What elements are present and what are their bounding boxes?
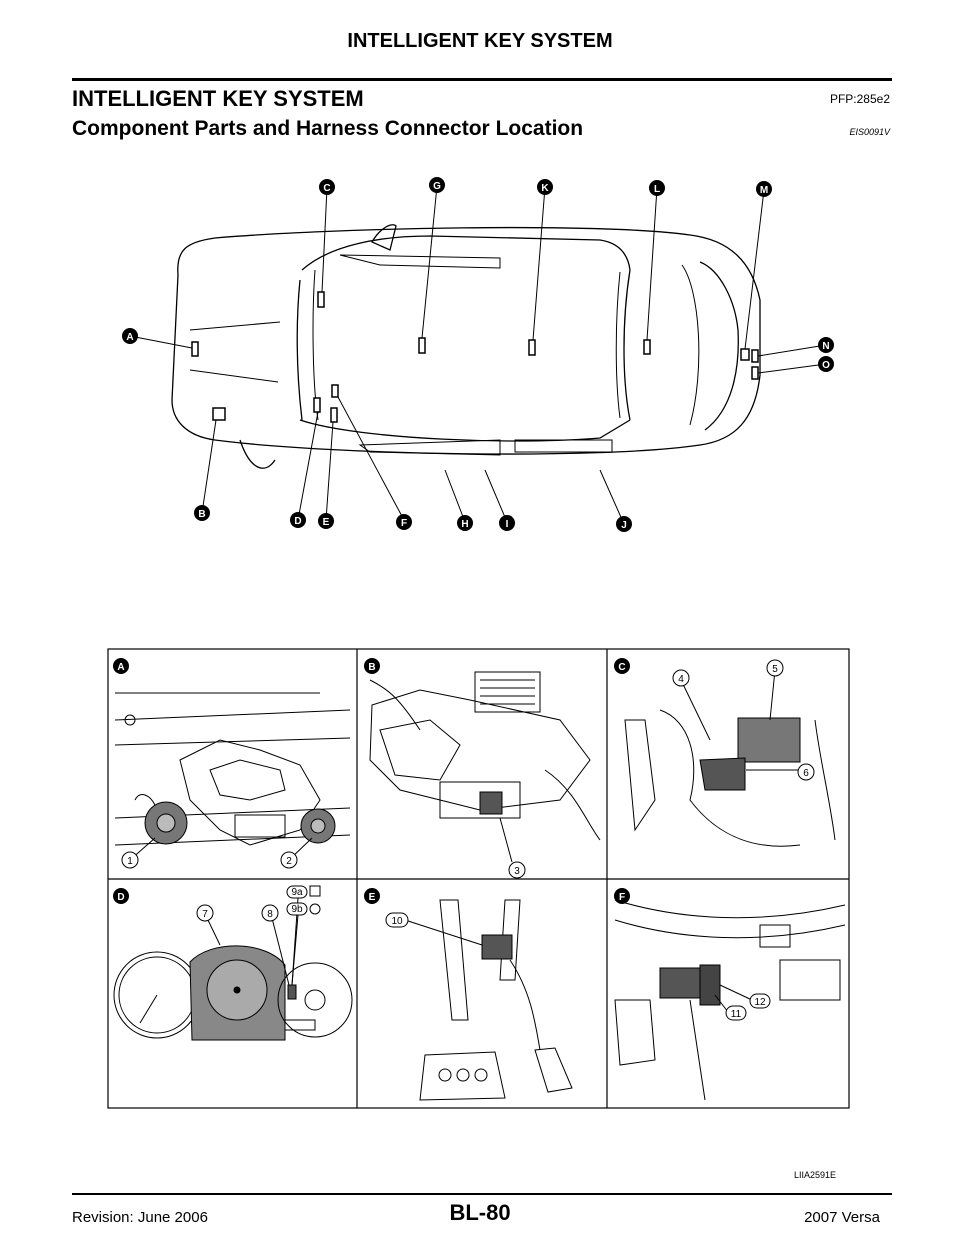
callout-k: K [541, 183, 549, 194]
panel-f-letter: F [619, 892, 625, 903]
callout-7: 7 [202, 909, 208, 920]
callout-10: 10 [391, 916, 403, 927]
callout-9b: 9b [291, 904, 303, 915]
page-number: BL-80 [449, 1200, 511, 1225]
callout-e: E [323, 517, 330, 528]
callout-i: I [506, 519, 509, 530]
page-header-title: INTELLIGENT KEY SYSTEM [347, 30, 613, 52]
callout-3: 3 [514, 866, 520, 877]
panel-c-bracket [624, 669, 836, 847]
key-warning-icon [309, 885, 321, 897]
revision-date: Revision: June 2006 [72, 1209, 208, 1226]
callout-n: N [822, 341, 829, 352]
panel-a-letter: A [117, 662, 124, 673]
subsection-code: EIS0091V [849, 127, 890, 137]
callout-h: H [461, 519, 468, 530]
component-detail-grid: A B C D E F 1 2 3 4 5 6 7 8 9a 9b 10 11 … [107, 648, 850, 1109]
panel-f-steering [614, 899, 846, 1101]
vehicle-location-diagram: A B C D E F G H I J K L M N O [122, 177, 834, 532]
panel-e-pedals [404, 899, 573, 1101]
callout-d: D [294, 516, 301, 527]
callout-11: 11 [731, 1009, 742, 1020]
subsection-title: Component Parts and Harness Connector Lo… [72, 117, 584, 140]
callout-b: B [198, 509, 205, 520]
callout-j: J [621, 520, 627, 531]
header-rule [72, 78, 892, 81]
panel-a-horns [114, 692, 351, 861]
callout-4: 4 [678, 674, 684, 685]
callout-6: 6 [803, 768, 809, 779]
callout-8: 8 [267, 909, 273, 920]
lock-indicator-icon [309, 903, 321, 915]
section-title: INTELLIGENT KEY SYSTEM [72, 86, 364, 111]
figure-id: LIIA2591E [794, 1170, 837, 1180]
callout-c: C [323, 183, 330, 194]
callout-2: 2 [286, 856, 292, 867]
panel-e-letter: E [369, 892, 376, 903]
callout-l: L [654, 184, 660, 195]
panel-b-letter: B [368, 662, 375, 673]
callout-1: 1 [127, 856, 133, 867]
panel-b-engine [369, 671, 601, 863]
callout-o: O [822, 360, 830, 371]
footer-rule [72, 1193, 892, 1195]
vehicle-model: 2007 Versa [804, 1209, 880, 1226]
panel-d-letter: D [117, 892, 124, 903]
callout-a: A [126, 332, 133, 343]
callout-9a: 9a [291, 887, 303, 898]
callout-12: 12 [754, 997, 766, 1008]
section-code: PFP:285e2 [829, 92, 890, 106]
callout-5: 5 [772, 664, 778, 675]
panel-c-letter: C [618, 662, 625, 673]
panel-d-meter [113, 897, 353, 1041]
callout-m: M [760, 185, 768, 196]
callout-f: F [401, 518, 407, 529]
callout-g: G [433, 181, 441, 192]
